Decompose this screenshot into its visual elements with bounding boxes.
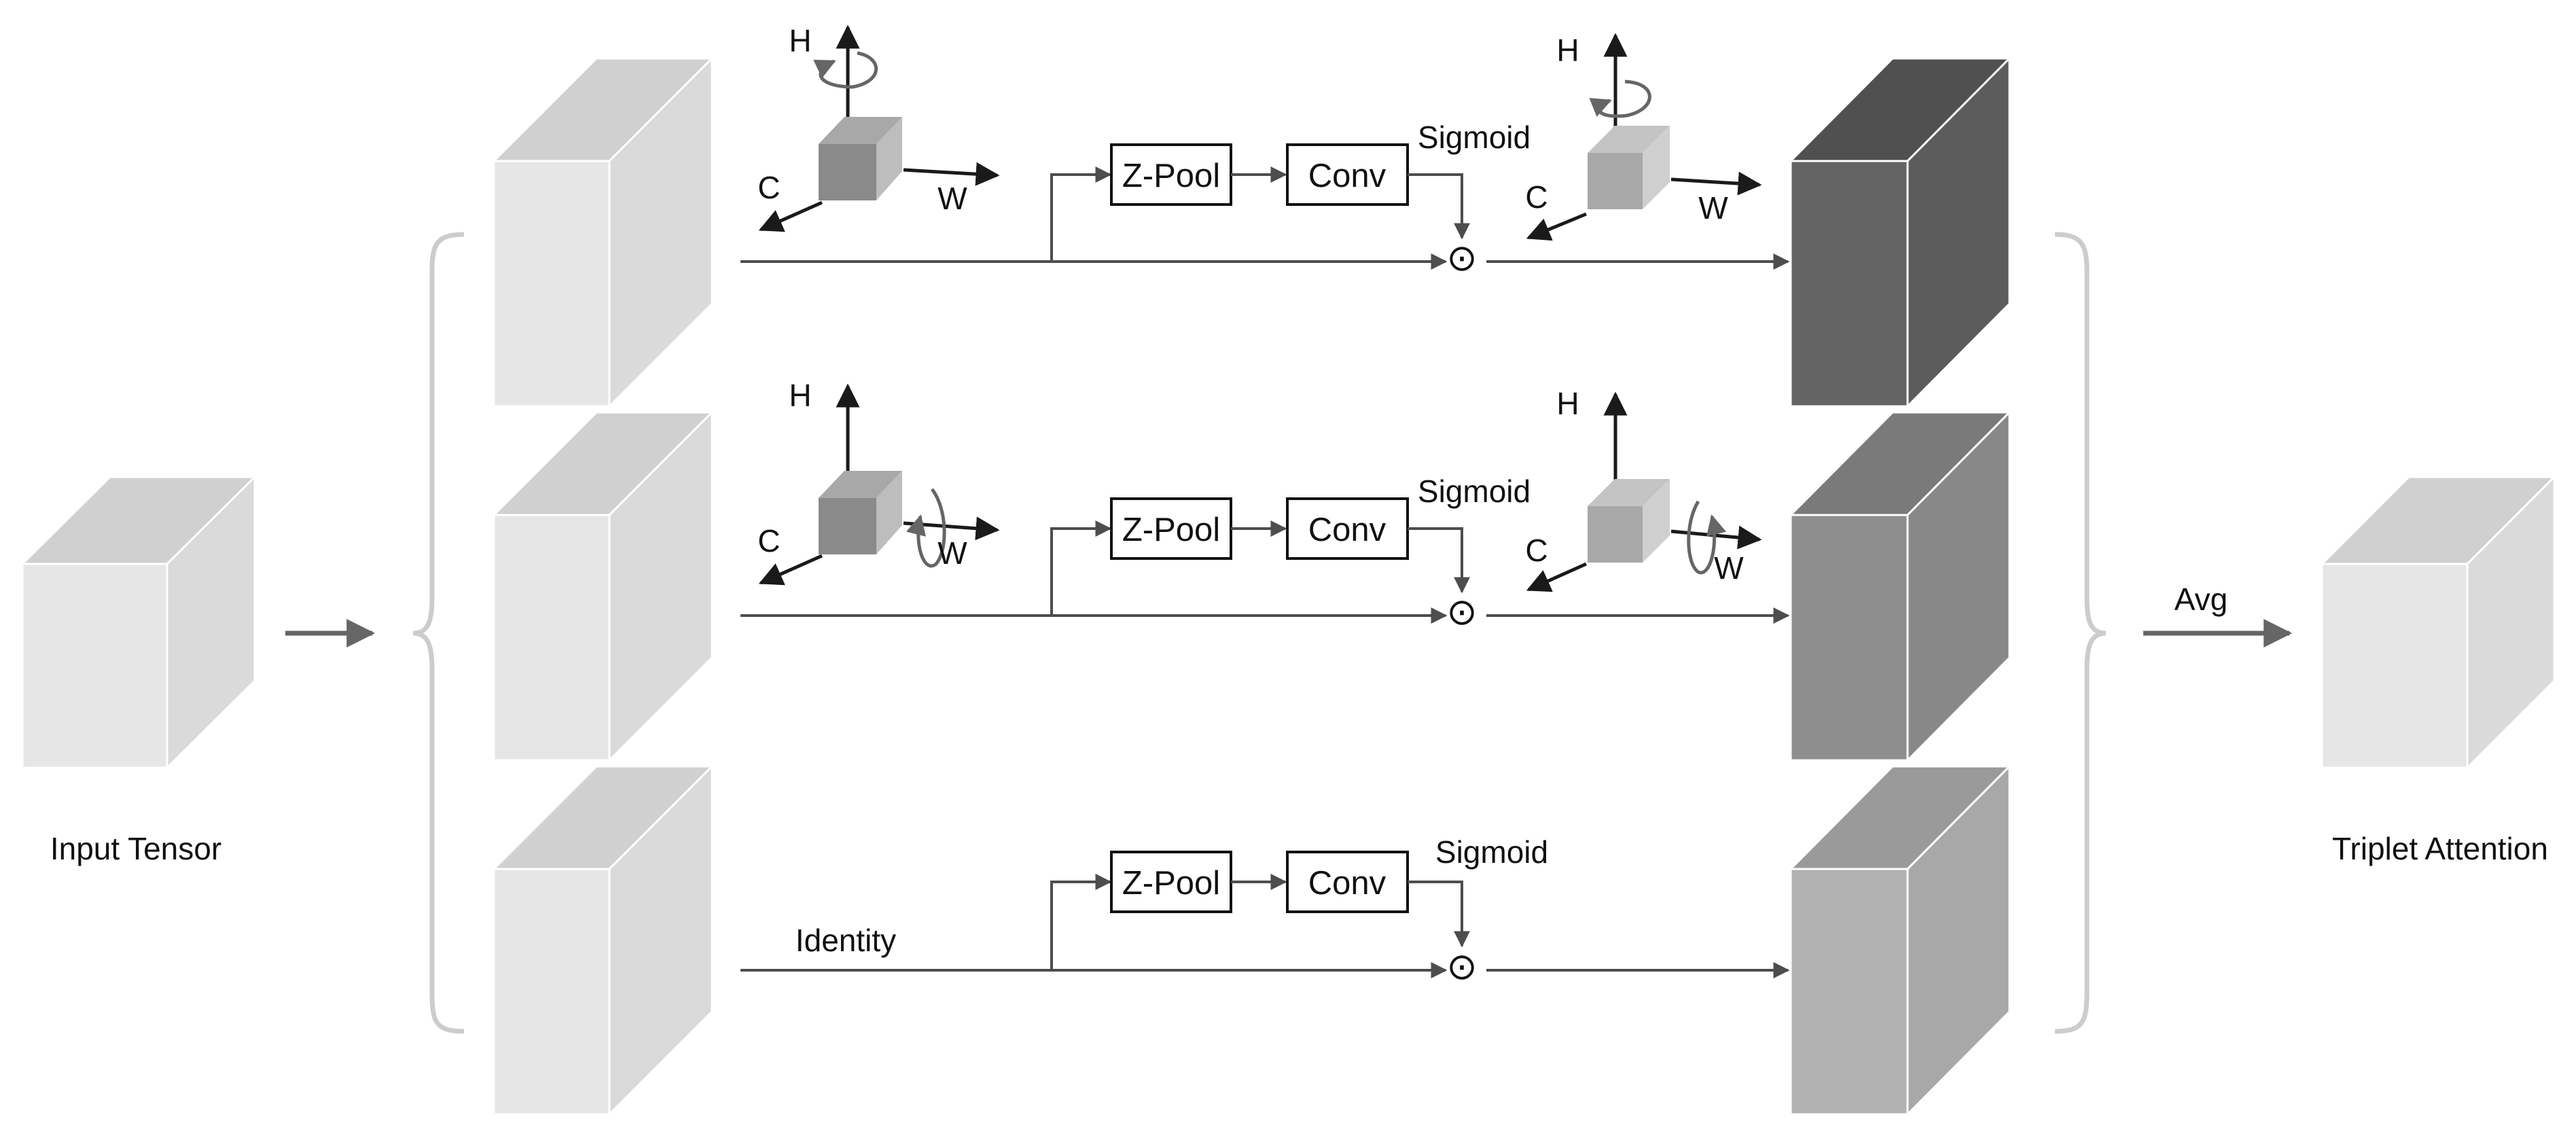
- multiply-symbol: ⊙: [1446, 238, 1477, 279]
- axis-w-label: W: [1698, 190, 1728, 226]
- sigmoid-label: Sigmoid: [1418, 120, 1531, 155]
- branch-output-cube-mid: [1788, 410, 2012, 763]
- conv-block: [1286, 143, 1409, 206]
- multiply-symbol: ⊙: [1446, 946, 1477, 987]
- axis-h-label: H: [1556, 386, 1579, 421]
- axis-w-label: W: [1714, 550, 1744, 586]
- zpool-label: Z-Pool: [1122, 512, 1220, 548]
- conv-block: [1286, 851, 1409, 913]
- axis-c-label: C: [1525, 533, 1548, 568]
- branch-1: Z-Pool Conv Sigmoid ⊙ H W C: [740, 23, 1790, 279]
- input-tensor-label: Input Tensor: [50, 831, 221, 866]
- rotation-icon-left: H W C: [757, 378, 1000, 586]
- conv-label: Conv: [1308, 158, 1387, 194]
- axis-w-label: W: [937, 535, 967, 571]
- output-tensor-cube: [2319, 474, 2557, 770]
- sigmoid-label: Sigmoid: [1418, 474, 1531, 509]
- zpool-label: Z-Pool: [1122, 865, 1220, 902]
- branch-output-cube-dark: [1788, 56, 2012, 409]
- axis-h-label: H: [789, 378, 811, 413]
- axis-h-label: H: [1556, 33, 1579, 68]
- conv-label: Conv: [1308, 865, 1387, 902]
- sigmoid-label: Sigmoid: [1435, 834, 1548, 870]
- rotation-icon-right: H W C: [1525, 33, 1762, 241]
- avg-label: Avg: [2175, 582, 2228, 617]
- input-tensor-cube: [20, 474, 257, 770]
- branch-3: Z-Pool Conv Sigmoid ⊙ Identity: [740, 834, 1790, 987]
- axis-c-label: C: [757, 523, 780, 558]
- identity-label: Identity: [795, 923, 896, 958]
- rotation-icon-right: H W C: [1525, 386, 1762, 592]
- multiply-symbol: ⊙: [1446, 592, 1477, 633]
- axis-h-label: H: [789, 23, 811, 58]
- zpool-label: Z-Pool: [1122, 158, 1220, 194]
- zpool-block: [1110, 851, 1232, 913]
- left-brace: [412, 232, 465, 1034]
- triplet-attention-label: Triplet Attention: [2332, 831, 2548, 866]
- branch-output-cube-soft: [1788, 764, 2012, 1117]
- axis-c-label: C: [1525, 179, 1548, 215]
- branch-input-cube: [491, 764, 715, 1117]
- axis-c-label: C: [757, 170, 780, 205]
- axis-w-label: W: [937, 181, 967, 216]
- branch-2: Z-Pool Conv Sigmoid ⊙ H W C: [740, 378, 1790, 633]
- conv-label: Conv: [1308, 512, 1387, 548]
- branch-input-cube: [491, 410, 715, 763]
- rotation-icon-left: H W C: [757, 23, 1000, 232]
- right-brace: [2054, 232, 2107, 1034]
- branch-input-cube: [491, 56, 715, 409]
